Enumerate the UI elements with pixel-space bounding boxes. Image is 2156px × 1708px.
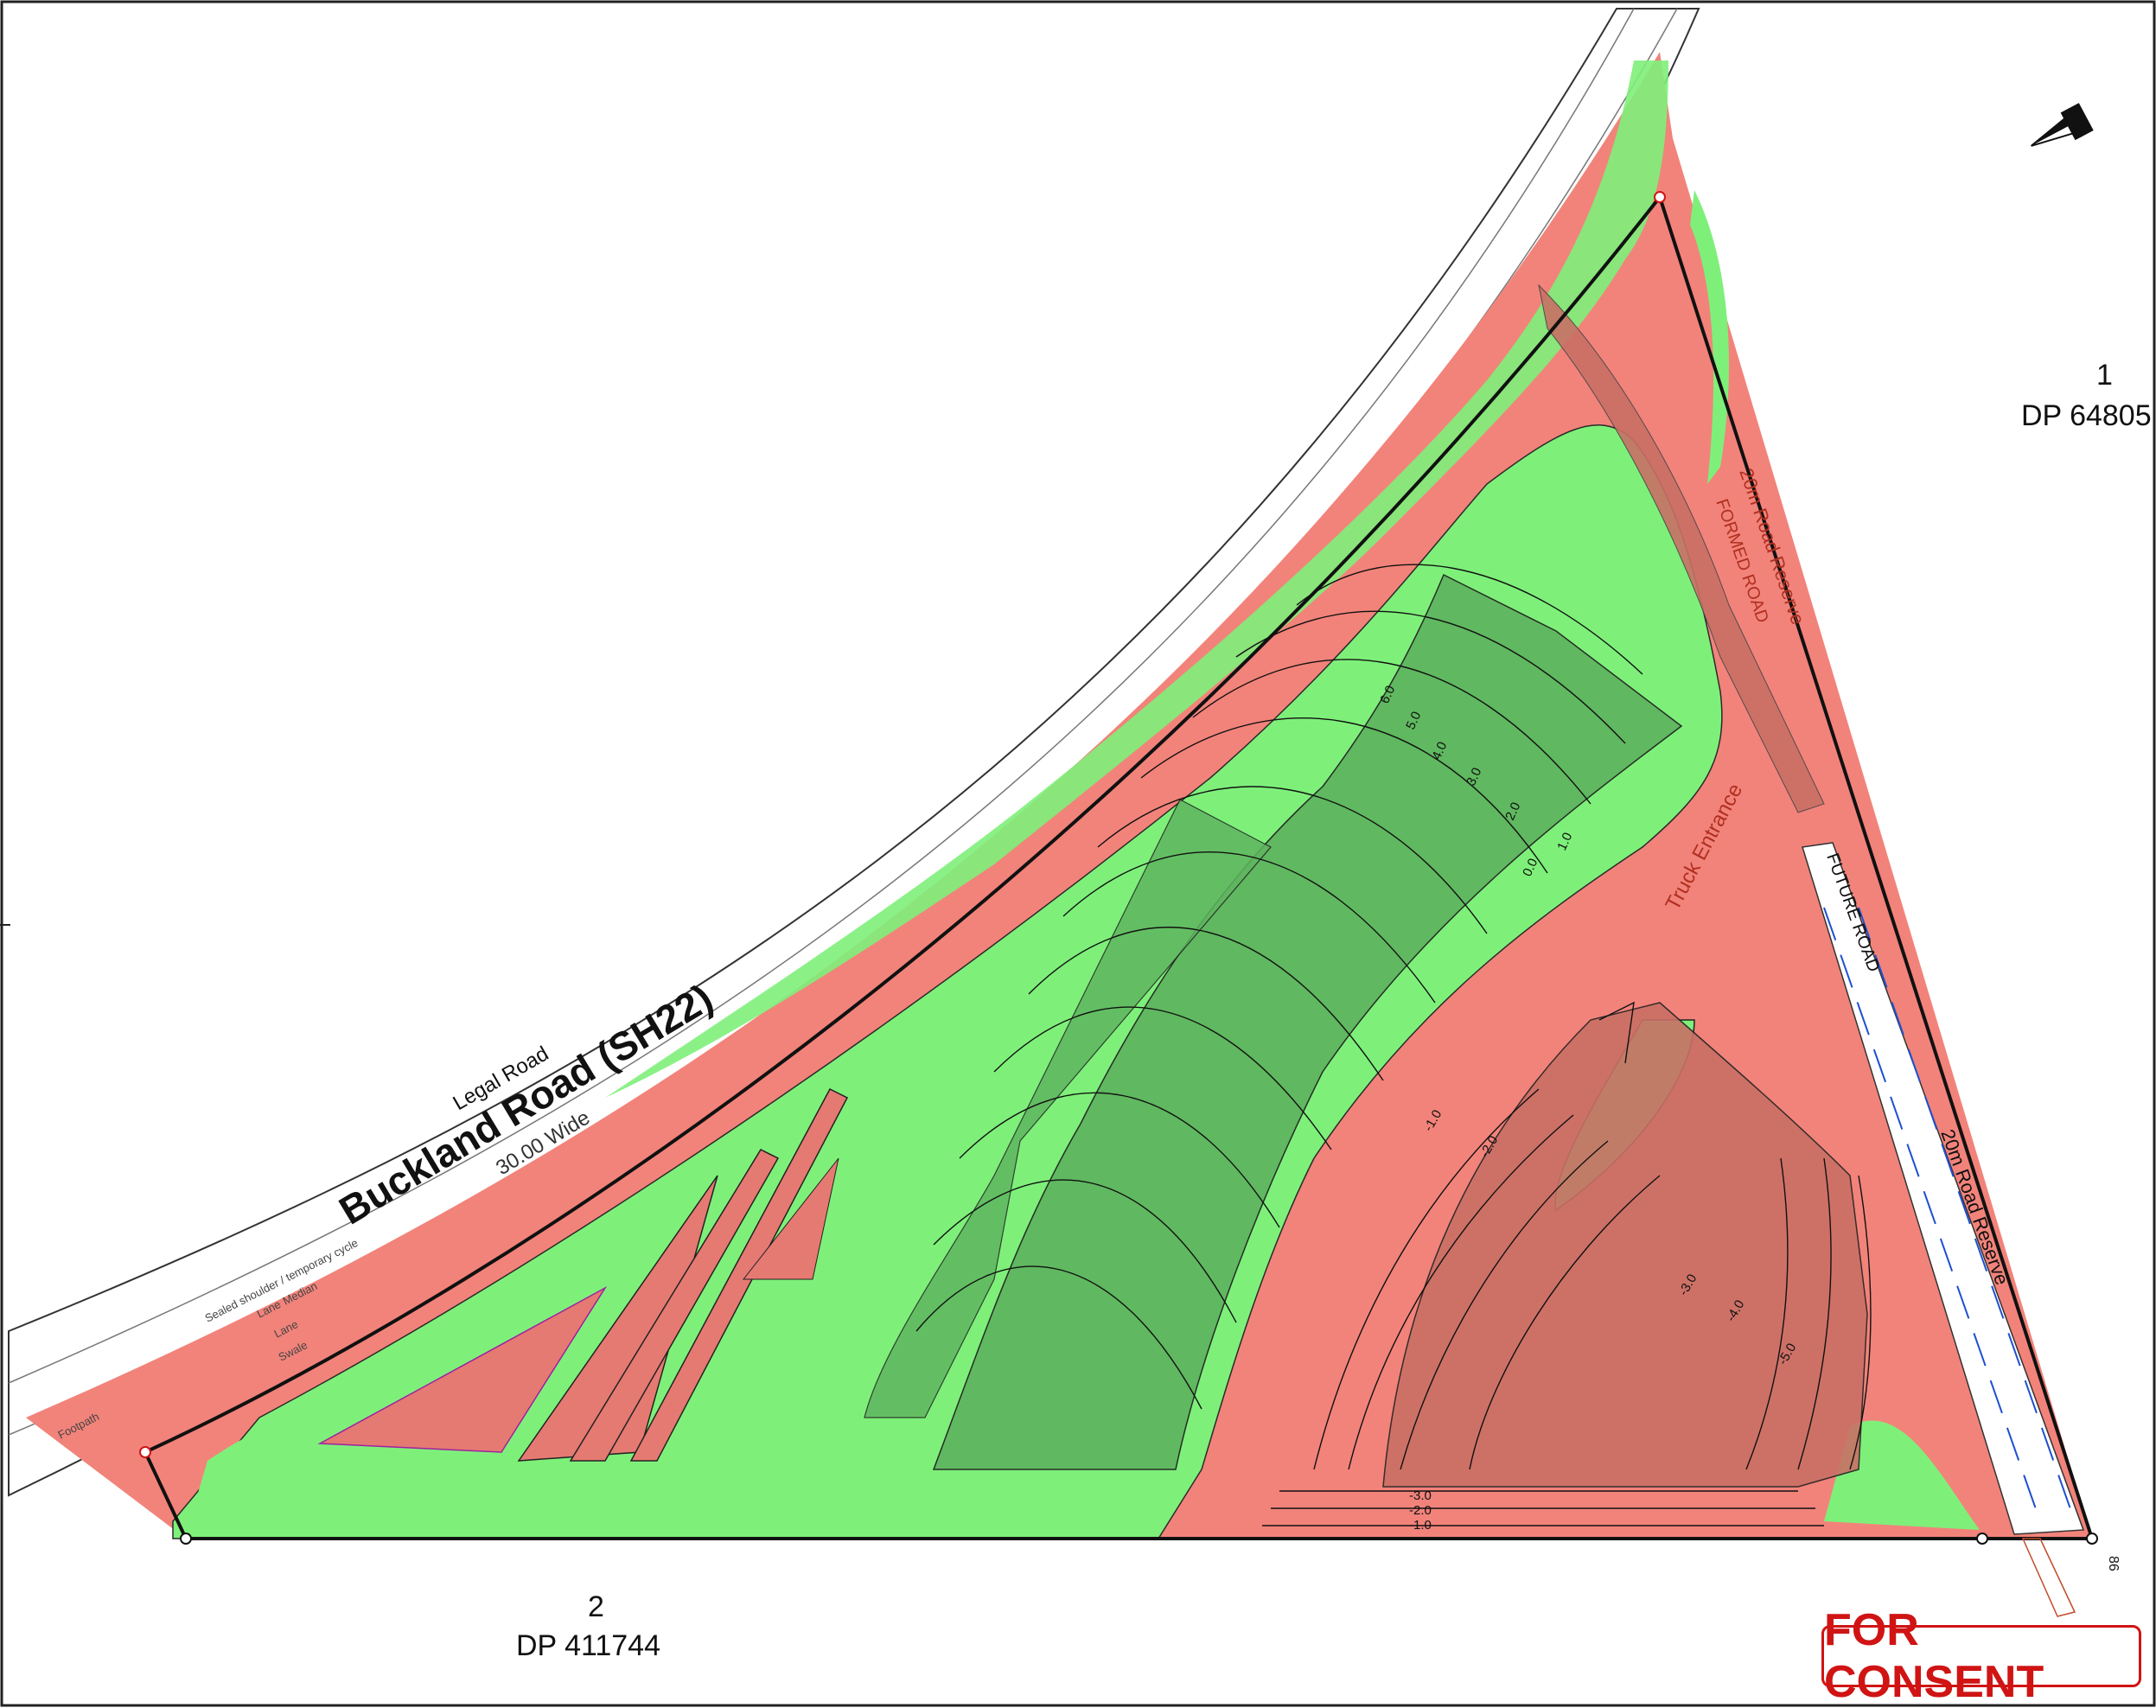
contour-label: -1.0: [1409, 1518, 1432, 1533]
parcel-2-dp: DP 411744: [516, 1629, 660, 1662]
future-road-edge: [1858, 907, 2076, 1522]
boundary-peg-se-1: [1976, 1533, 1988, 1545]
boundary-peg-sw: [180, 1533, 192, 1545]
swale-basin-3: [569, 1149, 780, 1462]
fill-deep-pad: [932, 573, 1683, 1470]
contour-lines: [915, 564, 1872, 1526]
for-consent-stamp: FOR CONSENT: [1821, 1605, 2141, 1707]
fill-deep-pad-upper: [864, 799, 1272, 1418]
swale-basin-4: [629, 1088, 849, 1462]
boundary-peg-n: [1654, 191, 1666, 203]
fill-zone-west: [186, 1431, 285, 1534]
parcel-1-dp: DP 64805: [2021, 399, 2152, 432]
contour-label: -3.0: [1409, 1488, 1432, 1503]
site-boundary: [143, 193, 2095, 1540]
fill-zone-south-east: [1824, 1420, 1980, 1530]
contour-label: -2.0: [1409, 1503, 1432, 1518]
boundary-peg-nw: [139, 1446, 151, 1458]
fill-strip-east: [1690, 190, 1729, 484]
future-road-corridor: [1802, 842, 2085, 1535]
swale-basin-5: [742, 1157, 839, 1280]
cut-deep-pad-north: [1538, 284, 1825, 813]
swale-basin-1: [317, 1285, 608, 1453]
truck-driveway: [2021, 1538, 2076, 1617]
north-arrow-icon: [2031, 103, 2094, 147]
parcel-2-number: 2: [588, 1590, 604, 1623]
lot-corner-number: 86: [2106, 1556, 2121, 1571]
road-edge-north: [8, 8, 1635, 1384]
parcel-1-number: 1: [2096, 359, 2113, 392]
cut-deep-pad: [1382, 1002, 1868, 1488]
future-road-centre: [1823, 907, 2041, 1522]
boundary-peg-se-2: [2086, 1533, 2098, 1545]
